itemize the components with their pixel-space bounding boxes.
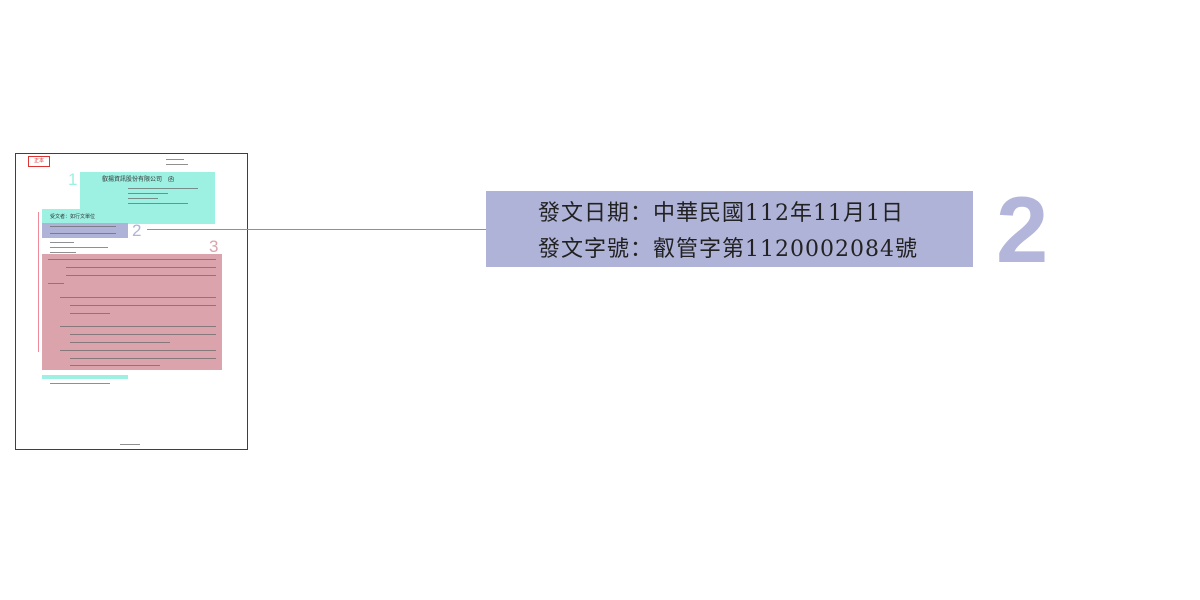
margin-marker-line xyxy=(38,212,39,352)
callout-3: 3 xyxy=(209,237,219,256)
region-cc xyxy=(42,375,128,379)
recipient-line: 受文者：如行文單位 xyxy=(50,214,96,220)
connector-line xyxy=(147,229,486,230)
detail-callout-2: 2 xyxy=(996,177,1049,282)
callout-1: 1 xyxy=(68,170,78,189)
region-1-recipient xyxy=(42,209,215,223)
issue-number: 發文字號：叡管字第1120002084號 xyxy=(538,237,918,262)
region-3-body xyxy=(42,254,222,370)
stamp-original: 正本 xyxy=(28,156,50,167)
issue-date: 發文日期：中華民國112年11月1日 xyxy=(538,201,904,226)
issue-info-detail: 發文日期：中華民國112年11月1日 發文字號：叡管字第1120002084號 xyxy=(486,191,973,267)
document-thumbnail: 正本 叡揚資訊股份有限公司 函 受文者：如行文單位 1 2 3 xyxy=(15,153,248,450)
callout-2: 2 xyxy=(132,221,142,240)
company-title: 叡揚資訊股份有限公司 函 xyxy=(102,176,175,183)
